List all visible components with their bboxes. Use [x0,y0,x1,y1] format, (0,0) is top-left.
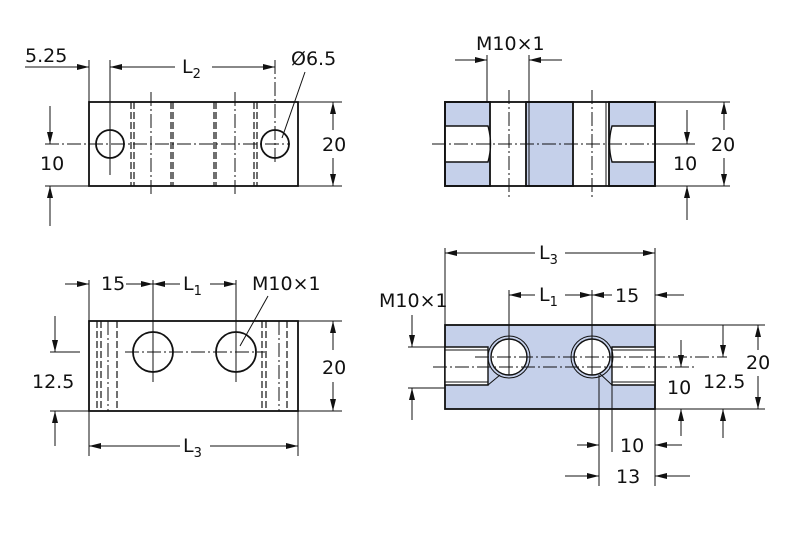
dim-thread: M10×1 [252,273,321,295]
hidden-lines [96,321,288,411]
dim-edge: 15 [615,285,639,307]
dim-depth-10: 10 [620,435,644,457]
dim-l2: L2 [182,56,201,82]
dim-thread: M10×1 [476,33,545,55]
dim-depth-13: 13 [616,466,640,488]
dim-l1: L1 [183,273,202,299]
dim-bore-height: 10 [667,377,691,399]
dim-diameter: Ø6.5 [291,48,336,70]
dim-l1: L1 [539,284,558,310]
view-top-right: M10×1 10 20 [432,33,735,220]
dim-offset: 5.25 [25,45,67,67]
dim-hole-height: 12.5 [703,371,745,393]
dim-center-height: 10 [673,153,697,175]
dim-l3: L3 [183,435,202,461]
dim-center-height: 12.5 [32,371,74,393]
view-bottom-left: 15 L1 M10×1 12.5 20 L3 [32,273,346,461]
view-bottom-right: L3 L1 15 M10×1 10 12.5 20 10 13 [379,242,770,488]
dim-thread: M10×1 [379,290,448,312]
dim-l3: L3 [539,242,558,268]
block-outline [88,320,299,412]
dim-center-height: 10 [40,153,64,175]
dim-height: 20 [322,134,346,156]
dim-height: 20 [746,352,770,374]
dim-edge: 15 [101,273,125,295]
dim-height: 20 [322,357,346,379]
dim-height: 20 [711,134,735,156]
view-top-left: 5.25 L2 Ø6.5 20 10 [25,45,346,226]
